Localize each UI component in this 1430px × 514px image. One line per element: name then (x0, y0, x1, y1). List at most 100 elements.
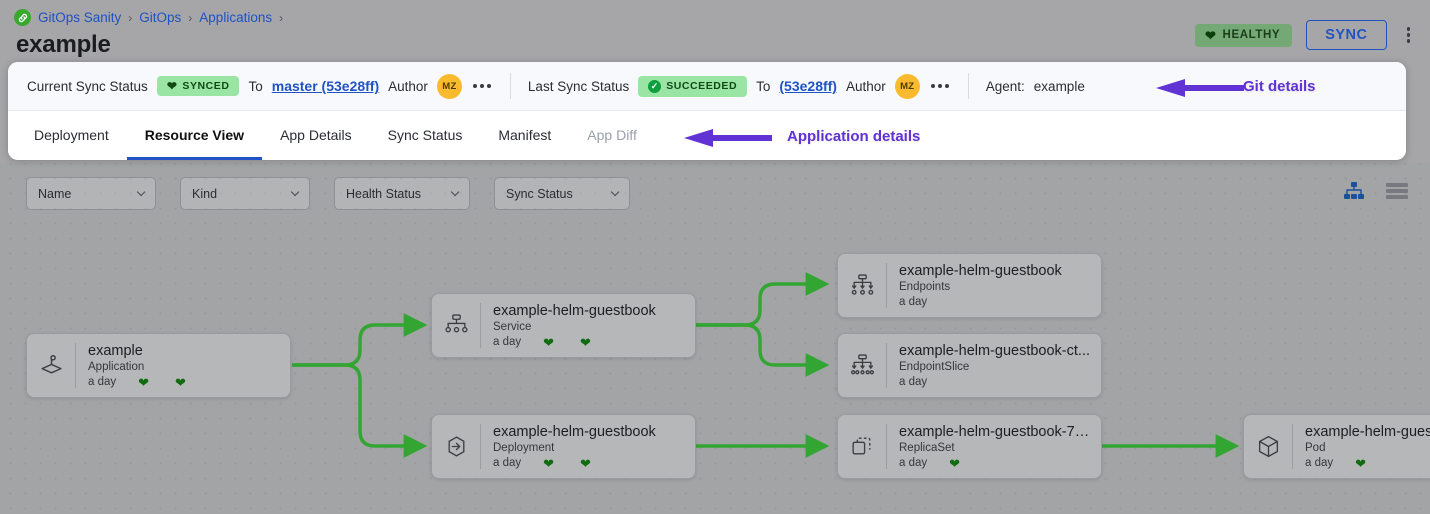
node-title: example-helm-guest (1305, 423, 1430, 440)
filter-health-status[interactable]: Health Status (334, 177, 470, 210)
node-status-icons: ❤ ❤ (138, 376, 186, 389)
node-body: example-helm-guestbook-74... ReplicaSet … (887, 416, 1101, 478)
node-kind: Deployment (493, 441, 555, 454)
node-title: example-helm-guestbook-ct... (899, 343, 1090, 359)
heart-icon: ❤ (580, 455, 591, 471)
node-kind: ReplicaSet (899, 441, 955, 454)
graph-node-endpointslice[interactable]: example-helm-guestbook-ct... EndpointSli… (837, 333, 1102, 398)
avatar: MZ (894, 73, 920, 99)
breadcrumb: GitOps Sanity › GitOps › Applications › (14, 9, 283, 26)
node-kind: Application (88, 360, 145, 373)
application-icon (27, 353, 75, 378)
divider (1292, 424, 1293, 469)
divider (886, 424, 887, 469)
divider (886, 263, 887, 308)
graph-node-pod[interactable]: example-helm-guest Pod a day ❤ (1243, 414, 1430, 479)
check-circle-icon: ✓ (648, 79, 662, 93)
node-body: example-helm-guestbook-ct... EndpointSli… (887, 335, 1101, 396)
last-sync-ellipsis-icon[interactable] (929, 80, 951, 92)
replicaset-icon (838, 434, 886, 459)
application-details-arrow-icon (684, 129, 772, 147)
node-status-icons: ❤ (1355, 457, 1366, 470)
node-title: example (88, 342, 143, 359)
node-age: a day (899, 457, 928, 469)
heart-icon: ❤ (580, 334, 591, 350)
node-meta: a day ❤ (899, 457, 1091, 470)
divider (886, 343, 887, 388)
current-author-label: Author (388, 78, 428, 94)
filter-kind[interactable]: Kind (180, 177, 310, 210)
node-kind: Service (493, 320, 532, 333)
node-meta: a day ❤ ❤ (493, 457, 685, 470)
service-icon (432, 313, 480, 338)
filter-sync-status[interactable]: Sync Status (494, 177, 630, 210)
chevron-down-icon (290, 187, 300, 197)
breadcrumb-separator: › (128, 10, 133, 25)
node-title: example-helm-guestbook (493, 423, 656, 440)
chevron-down-icon (136, 187, 146, 197)
divider (509, 73, 511, 99)
node-kind: Endpoints (899, 281, 951, 293)
breadcrumb-item-1[interactable]: GitOps (139, 10, 182, 25)
tab-resource-view[interactable]: Resource View (126, 112, 263, 160)
breadcrumb-item-0[interactable]: GitOps Sanity (38, 10, 122, 25)
node-body: example-helm-guest Pod a day ❤ (1293, 416, 1430, 478)
heart-icon: ❤ (138, 374, 150, 390)
graph-node-endpoints[interactable]: example-helm-guestbook Endpoints a day (837, 253, 1102, 318)
heart-icon: ❤ (543, 334, 555, 350)
node-age: a day (1305, 457, 1334, 469)
list-view-icon[interactable] (1386, 182, 1408, 200)
gitops-logo-icon (14, 9, 31, 26)
node-age: a day (493, 457, 522, 469)
git-details-annotation-label: Git details (1243, 78, 1316, 95)
current-sync-status-group: Current Sync Status ❤ SYNCED To master (… (18, 73, 502, 99)
last-sync-status-badge: ✓ SUCCEEDED (638, 75, 748, 97)
tab-deployment[interactable]: Deployment (34, 126, 109, 143)
graph-node-replicaset[interactable]: example-helm-guestbook-74... ReplicaSet … (837, 414, 1102, 479)
tab-app-details[interactable]: App Details (280, 126, 352, 143)
health-status-badge[interactable]: ❤ HEALTHY (1195, 23, 1293, 47)
node-status-icons: ❤ ❤ (543, 457, 591, 470)
filter-health-status-label: Health Status (346, 186, 422, 201)
node-meta: a day ❤ ❤ (493, 336, 685, 349)
node-age: a day (493, 336, 522, 348)
node-title: example-helm-guestbook (493, 302, 656, 319)
filter-name-label: Name (38, 186, 72, 201)
graph-node-application[interactable]: example Application a day ❤ ❤ (26, 333, 291, 398)
endpoints-icon (838, 273, 886, 298)
tree-view-icon[interactable] (1344, 182, 1364, 200)
current-sync-status-label: Current Sync Status (27, 78, 148, 94)
last-revision-link[interactable]: (53e28ff) (779, 78, 837, 94)
heart-icon: ❤ (1355, 455, 1367, 471)
graph-node-deployment[interactable]: example-helm-guestbook Deployment a day … (431, 414, 696, 479)
node-title: example-helm-guestbook-74... (899, 423, 1091, 440)
last-sync-status-value: SUCCEEDED (666, 80, 738, 92)
current-sync-ellipsis-icon[interactable] (471, 80, 493, 92)
node-title: example-helm-guestbook (899, 263, 1062, 279)
node-body: example-helm-guestbook Endpoints a day (887, 255, 1101, 316)
tab-sync-status[interactable]: Sync Status (387, 126, 463, 143)
heart-icon: ❤ (949, 455, 961, 471)
node-status-icons: ❤ ❤ (543, 336, 591, 349)
tab-app-diff[interactable]: App Diff (587, 126, 637, 143)
graph-node-service[interactable]: example-helm-guestbook Service a day ❤ ❤ (431, 293, 696, 358)
sync-button[interactable]: SYNC (1306, 20, 1387, 50)
tab-manifest[interactable]: Manifest (498, 126, 552, 143)
breadcrumb-item-2[interactable]: Applications (199, 10, 273, 25)
current-revision-link[interactable]: master (53e28ff) (271, 78, 380, 94)
node-kind: EndpointSlice (899, 361, 970, 373)
node-meta: a day ❤ (1305, 457, 1430, 470)
node-status-icons: ❤ (949, 457, 960, 470)
kebab-menu-icon[interactable] (1401, 24, 1417, 46)
node-age: a day (899, 296, 928, 308)
agent-label: Agent: (985, 78, 1025, 94)
divider (967, 73, 969, 99)
heart-icon: ❤ (166, 79, 178, 93)
view-toggle-group (1344, 182, 1408, 200)
node-age: a day (88, 376, 117, 388)
last-to-label: To (756, 78, 771, 94)
filter-name[interactable]: Name (26, 177, 156, 210)
breadcrumb-separator: › (188, 10, 193, 25)
last-author-label: Author (845, 78, 886, 94)
